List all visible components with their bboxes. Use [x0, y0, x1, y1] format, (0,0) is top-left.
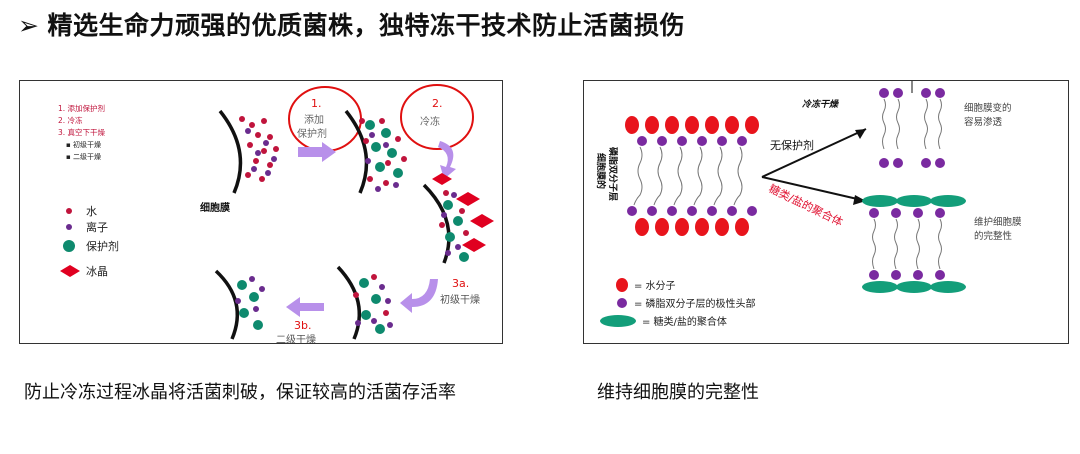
- legend-label: = 水分子: [634, 280, 676, 292]
- no-protectant-label: 无保护剂: [770, 138, 814, 152]
- legend-label: 冰晶: [86, 265, 108, 278]
- with-protectant-label: 糖类/盐的聚合体: [767, 181, 846, 229]
- bilayer-center: [625, 116, 759, 236]
- left-legend: 水 离子 保护剂 冰晶: [60, 205, 119, 278]
- right-legend: = 水分子 = 磷脂双分子层的极性头部 = 糖类/盐的聚合体: [600, 278, 756, 328]
- sugar-salt-aggregate-icon: [600, 315, 636, 327]
- membrane-intact: [862, 195, 966, 293]
- process-diagram-svg: 1. 添加保护剂 2. 冷冻 3. 真空下干燥 ▪ 初级干燥 ▪ 二级干燥 水 …: [58, 84, 494, 346]
- steps-list-item: 3. 真空下干燥: [58, 127, 106, 137]
- substep-item: ▪ 初级干燥: [66, 140, 101, 149]
- cell-membrane-arc: [218, 109, 243, 194]
- result-permeable-line: 容易渗透: [964, 116, 1003, 128]
- legend-label: 保护剂: [86, 239, 119, 253]
- water-molecule-icon: [616, 278, 628, 292]
- steps-list-item: 2. 冷冻: [58, 115, 83, 125]
- arrowhead-icon: [853, 195, 866, 205]
- step3b-label: 二级干燥: [276, 334, 316, 343]
- stage-frozen: [422, 173, 494, 264]
- arrow-with-protectant: [761, 176, 867, 202]
- process-arrow-icon: [438, 141, 456, 179]
- step1-label-line: 保护剂: [297, 127, 327, 140]
- arrow-no-protectant: [761, 128, 867, 178]
- process-arrow-icon: [286, 297, 324, 317]
- arrowhead-icon: [855, 129, 866, 139]
- page-title: ➢精选生命力顽强的优质菌株，独特冻干技术防止活菌损伤: [18, 6, 685, 42]
- caption-right: 维持细胞膜的完整性: [597, 382, 759, 403]
- cell-membrane-arc: [422, 183, 451, 264]
- cell-membrane-arc: [344, 109, 369, 194]
- membrane-label: 细胞膜: [200, 201, 230, 214]
- polar-head-icon: [617, 298, 627, 308]
- protectant-dot-icon: [63, 240, 75, 252]
- membrane-integrity-diagram: 冷冻干燥 细胞膜的 磷脂双分子层: [583, 80, 1069, 344]
- bilayer-label-line: 细胞膜的: [595, 153, 607, 189]
- result-intact-line: 的完整性: [974, 230, 1013, 242]
- freeze-dry-label: 冷冻干燥: [802, 99, 839, 110]
- stage-initial: [218, 109, 279, 194]
- stage-primary-drying: [336, 265, 393, 340]
- substep-item: ▪ 二级干燥: [66, 152, 101, 161]
- membrane-permeable: [879, 81, 945, 168]
- process-arrow-icon: [298, 142, 336, 162]
- stage-secondary-drying: [214, 269, 265, 340]
- membrane-diagram-svg: 冷冻干燥 细胞膜的 磷脂双分子层: [595, 81, 1022, 328]
- step3a-label: 初级干燥: [440, 293, 480, 306]
- caption-left: 防止冷冻过程冰晶将活菌刺破，保证较高的活菌存活率: [24, 382, 456, 403]
- result-permeable-line: 细胞膜变的: [964, 102, 1012, 114]
- step2-number: 2.: [432, 97, 443, 110]
- legend-label: = 糖类/盐的聚合体: [642, 315, 727, 328]
- water-dot-icon: [66, 208, 72, 214]
- step3b-number: 3b.: [294, 319, 311, 332]
- step1-number: 1.: [311, 97, 322, 110]
- cell-membrane-arc: [336, 265, 362, 340]
- legend-label: = 磷脂双分子层的极性头部: [634, 297, 756, 310]
- steps-list: 1. 添加保护剂 2. 冷冻 3. 真空下干燥 ▪ 初级干燥 ▪ 二级干燥: [58, 103, 106, 161]
- cell-membrane-arc: [214, 269, 240, 340]
- process-arrow-icon: [400, 279, 438, 313]
- page-title-text: 精选生命力顽强的优质菌株，独特冻干技术防止活菌损伤: [47, 11, 685, 40]
- step2-label-line: 冷冻: [420, 115, 440, 128]
- bullet-arrow-icon: ➢: [18, 11, 40, 40]
- ice-crystal-icon: [60, 265, 80, 277]
- step3a-number: 3a.: [452, 277, 469, 290]
- ion-dot-icon: [66, 224, 72, 230]
- legend-label: 水: [86, 205, 97, 218]
- bilayer-label-line: 磷脂双分子层: [607, 147, 619, 201]
- stage-protectant: [344, 109, 407, 194]
- freeze-drying-process-diagram: 1. 添加保护剂 2. 冷冻 3. 真空下干燥 ▪ 初级干燥 ▪ 二级干燥 水 …: [19, 80, 503, 346]
- step1-label-line: 添加: [304, 113, 324, 126]
- legend-label: 离子: [86, 220, 108, 234]
- step2-highlight-circle: [400, 84, 474, 150]
- result-intact-line: 维护细胞膜: [974, 216, 1022, 228]
- steps-list-item: 1. 添加保护剂: [58, 103, 105, 113]
